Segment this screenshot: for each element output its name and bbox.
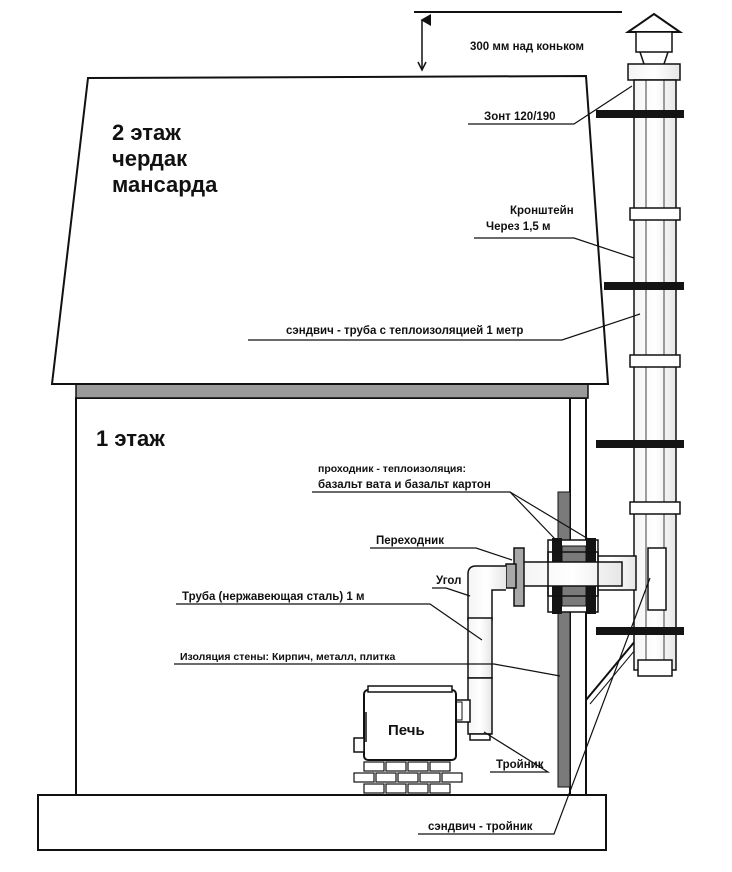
ridge-arrow-bottom-head: [417, 61, 427, 72]
chimney-cap-icon: [624, 12, 684, 33]
chimney-cap-body: [635, 31, 673, 53]
pipe-joint: [629, 207, 681, 221]
attic-title: чердак: [112, 146, 188, 171]
leader-adapter: [370, 547, 513, 561]
passthrough-outer-ring: [547, 551, 599, 597]
passthrough-label-line2: базальт вата и базальт картон: [318, 479, 491, 491]
wall-insulation-label: Изоляция стены: Кирпич, металл, плитка: [180, 651, 395, 663]
ridge-height-label: 300 мм над коньком: [470, 41, 584, 53]
umbrella-label: Зонт 120/190: [484, 111, 556, 123]
pipe-joint: [629, 354, 681, 368]
leader-wall-insulation: [174, 663, 561, 677]
support-brace-2: [589, 643, 641, 705]
leader-elbow: [432, 587, 471, 597]
wall-bracket: [596, 627, 684, 635]
adapter-label: Переходник: [376, 535, 444, 547]
sandwich-tee-window: [647, 547, 667, 611]
stove-label: Печь: [388, 722, 425, 739]
horizontal-pipe: [521, 561, 623, 587]
leader-umbrella: [468, 85, 633, 125]
leader-sandwich-tee: [418, 577, 651, 835]
leader-lines: [174, 85, 651, 835]
tee-bottom-cap: [469, 733, 491, 741]
wall-bracket: [596, 440, 684, 448]
leader-tee: [483, 731, 551, 773]
pipe-bottom-cap: [637, 659, 673, 677]
steel-pipe-vertical: [467, 617, 493, 679]
bracket-label-line2: Через 1,5 м: [486, 221, 551, 233]
foundation: [37, 794, 607, 851]
tee-label: Тройник: [496, 759, 544, 771]
passthrough-label-line1: проходник - теплоизоляция:: [318, 463, 466, 475]
leader-bracket: [474, 237, 635, 259]
sandwich-tee-label: сэндвич - тройник: [428, 821, 533, 833]
mansard-title: мансарда: [112, 172, 218, 197]
stove-top-ridge: [367, 685, 453, 693]
wall-bracket: [596, 110, 684, 118]
cap-leg-left: [639, 51, 645, 65]
elbow-label: Угол: [436, 575, 461, 587]
cap-leg-right: [663, 51, 669, 65]
first-floor-title: 1 этаж: [96, 426, 165, 451]
adapter-body: [505, 563, 517, 589]
brick-base: [353, 761, 463, 794]
bracket-label-line1: Кронштейн: [510, 205, 574, 217]
second-floor-title: 2 этаж: [112, 120, 181, 145]
chimney-pipe-top-collar: [627, 63, 681, 81]
leader-steel-pipe: [176, 603, 483, 641]
leader-sandwich-pipe: [248, 313, 641, 341]
wall-insulation-strip: [557, 491, 571, 788]
pipe-joint: [629, 501, 681, 515]
wall-bracket: [604, 282, 684, 290]
steel-pipe-label: Труба (нержавеющая сталь) 1 м: [182, 591, 364, 603]
stove-door-knob: [353, 737, 365, 753]
support-brace: [585, 639, 637, 701]
tee-body: [467, 677, 493, 735]
floor-slab: [75, 383, 589, 399]
sandwich-pipe-label: сэндвич - труба с теплоизоляцией 1 метр: [286, 325, 523, 337]
roof: [50, 74, 610, 385]
leader-passthrough-2: [509, 491, 591, 541]
